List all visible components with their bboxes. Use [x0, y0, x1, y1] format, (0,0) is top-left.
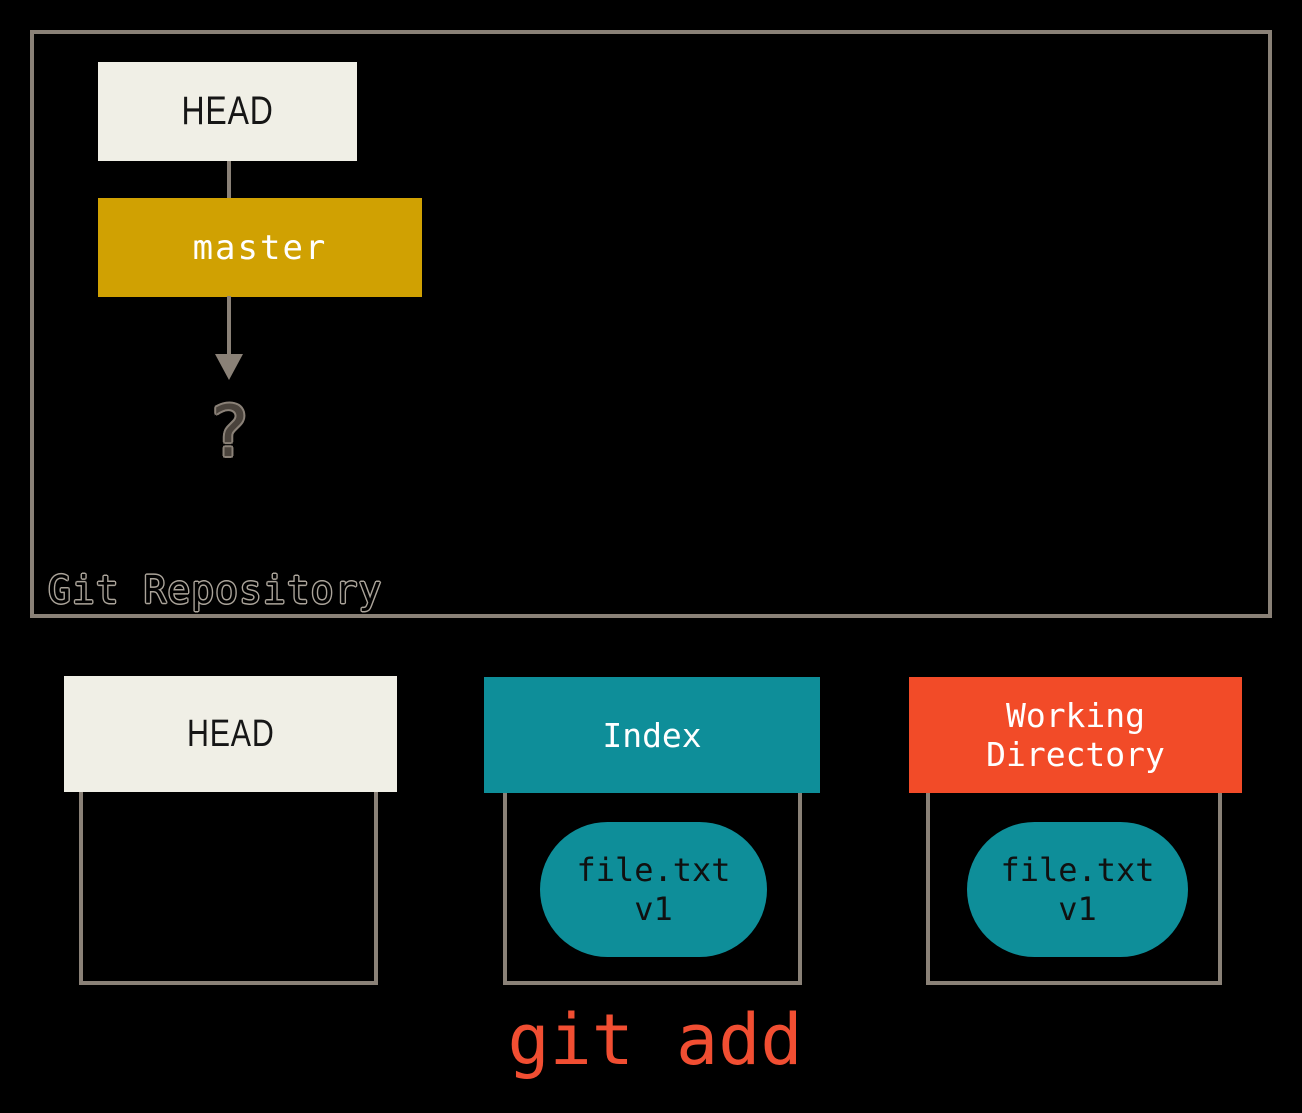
working-directory-file-name: file.txt — [1000, 850, 1155, 889]
index-file-node: file.txt v1 — [540, 822, 767, 957]
git-add-command-label: git add — [507, 999, 803, 1081]
master-branch-box: master — [98, 198, 422, 297]
index-column-body — [503, 793, 802, 985]
working-directory-file-version: v1 — [1058, 889, 1097, 928]
head-ref-box: HEAD — [98, 62, 357, 161]
master-branch-label: master — [192, 227, 328, 268]
master-arrow-line — [227, 296, 231, 354]
git-repository-frame: Git Repository — [30, 30, 1272, 618]
git-repository-label: Git Repository — [48, 568, 383, 612]
working-directory-file-node: file.txt v1 — [967, 822, 1188, 957]
working-directory-column-header: Working Directory — [909, 677, 1242, 793]
head-column-title: HEAD — [186, 712, 275, 755]
index-column-title: Index — [602, 715, 702, 755]
index-file-name: file.txt — [576, 850, 731, 889]
head-ref-label: HEAD — [181, 89, 274, 133]
working-directory-column-body — [926, 793, 1222, 985]
unknown-commit-label: ? — [207, 391, 251, 473]
head-to-master-connector — [227, 161, 231, 198]
working-directory-column-title: Working Directory — [986, 696, 1165, 774]
head-column-body — [79, 792, 378, 985]
index-file-version: v1 — [634, 889, 673, 928]
head-column-header: HEAD — [64, 676, 397, 792]
index-column-header: Index — [484, 677, 820, 793]
arrow-down-icon — [215, 354, 243, 380]
